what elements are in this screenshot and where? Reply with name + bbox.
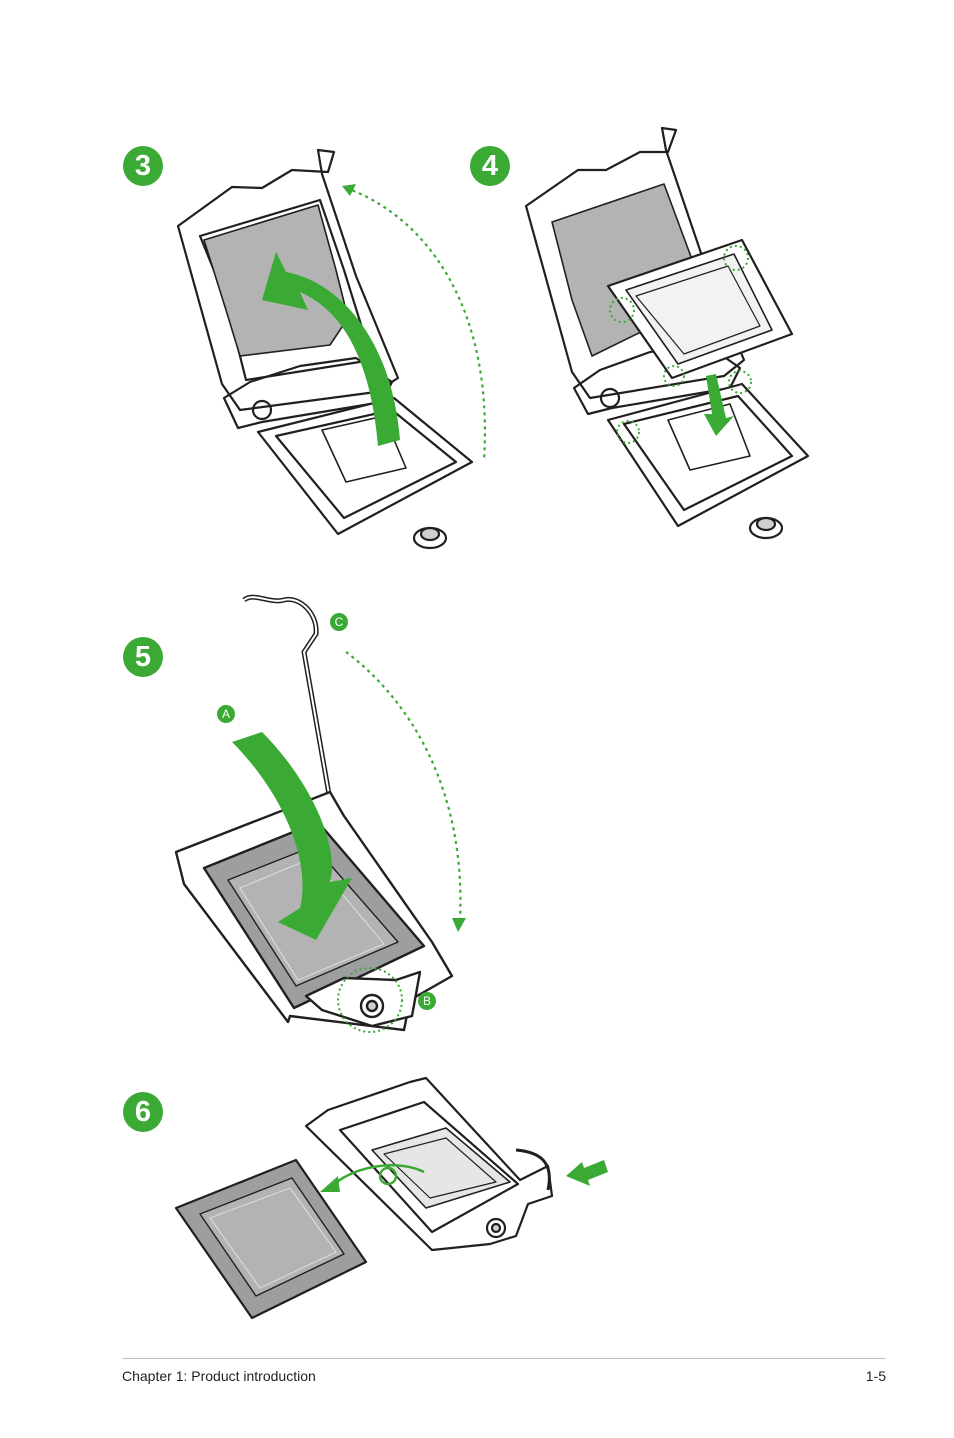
footer-page-number: 1-5: [866, 1368, 886, 1384]
callout-c-badge: C: [330, 613, 348, 631]
callout-a-badge: A: [217, 705, 235, 723]
footer-divider: [122, 1358, 886, 1359]
callout-b-badge: B: [418, 992, 436, 1010]
step-3-badge: 3: [123, 146, 163, 186]
footer-chapter-title: Chapter 1: Product introduction: [122, 1368, 316, 1384]
step-5-badge: 5: [123, 637, 163, 677]
step-4-badge: 4: [470, 146, 510, 186]
step-6-badge: 6: [123, 1092, 163, 1132]
